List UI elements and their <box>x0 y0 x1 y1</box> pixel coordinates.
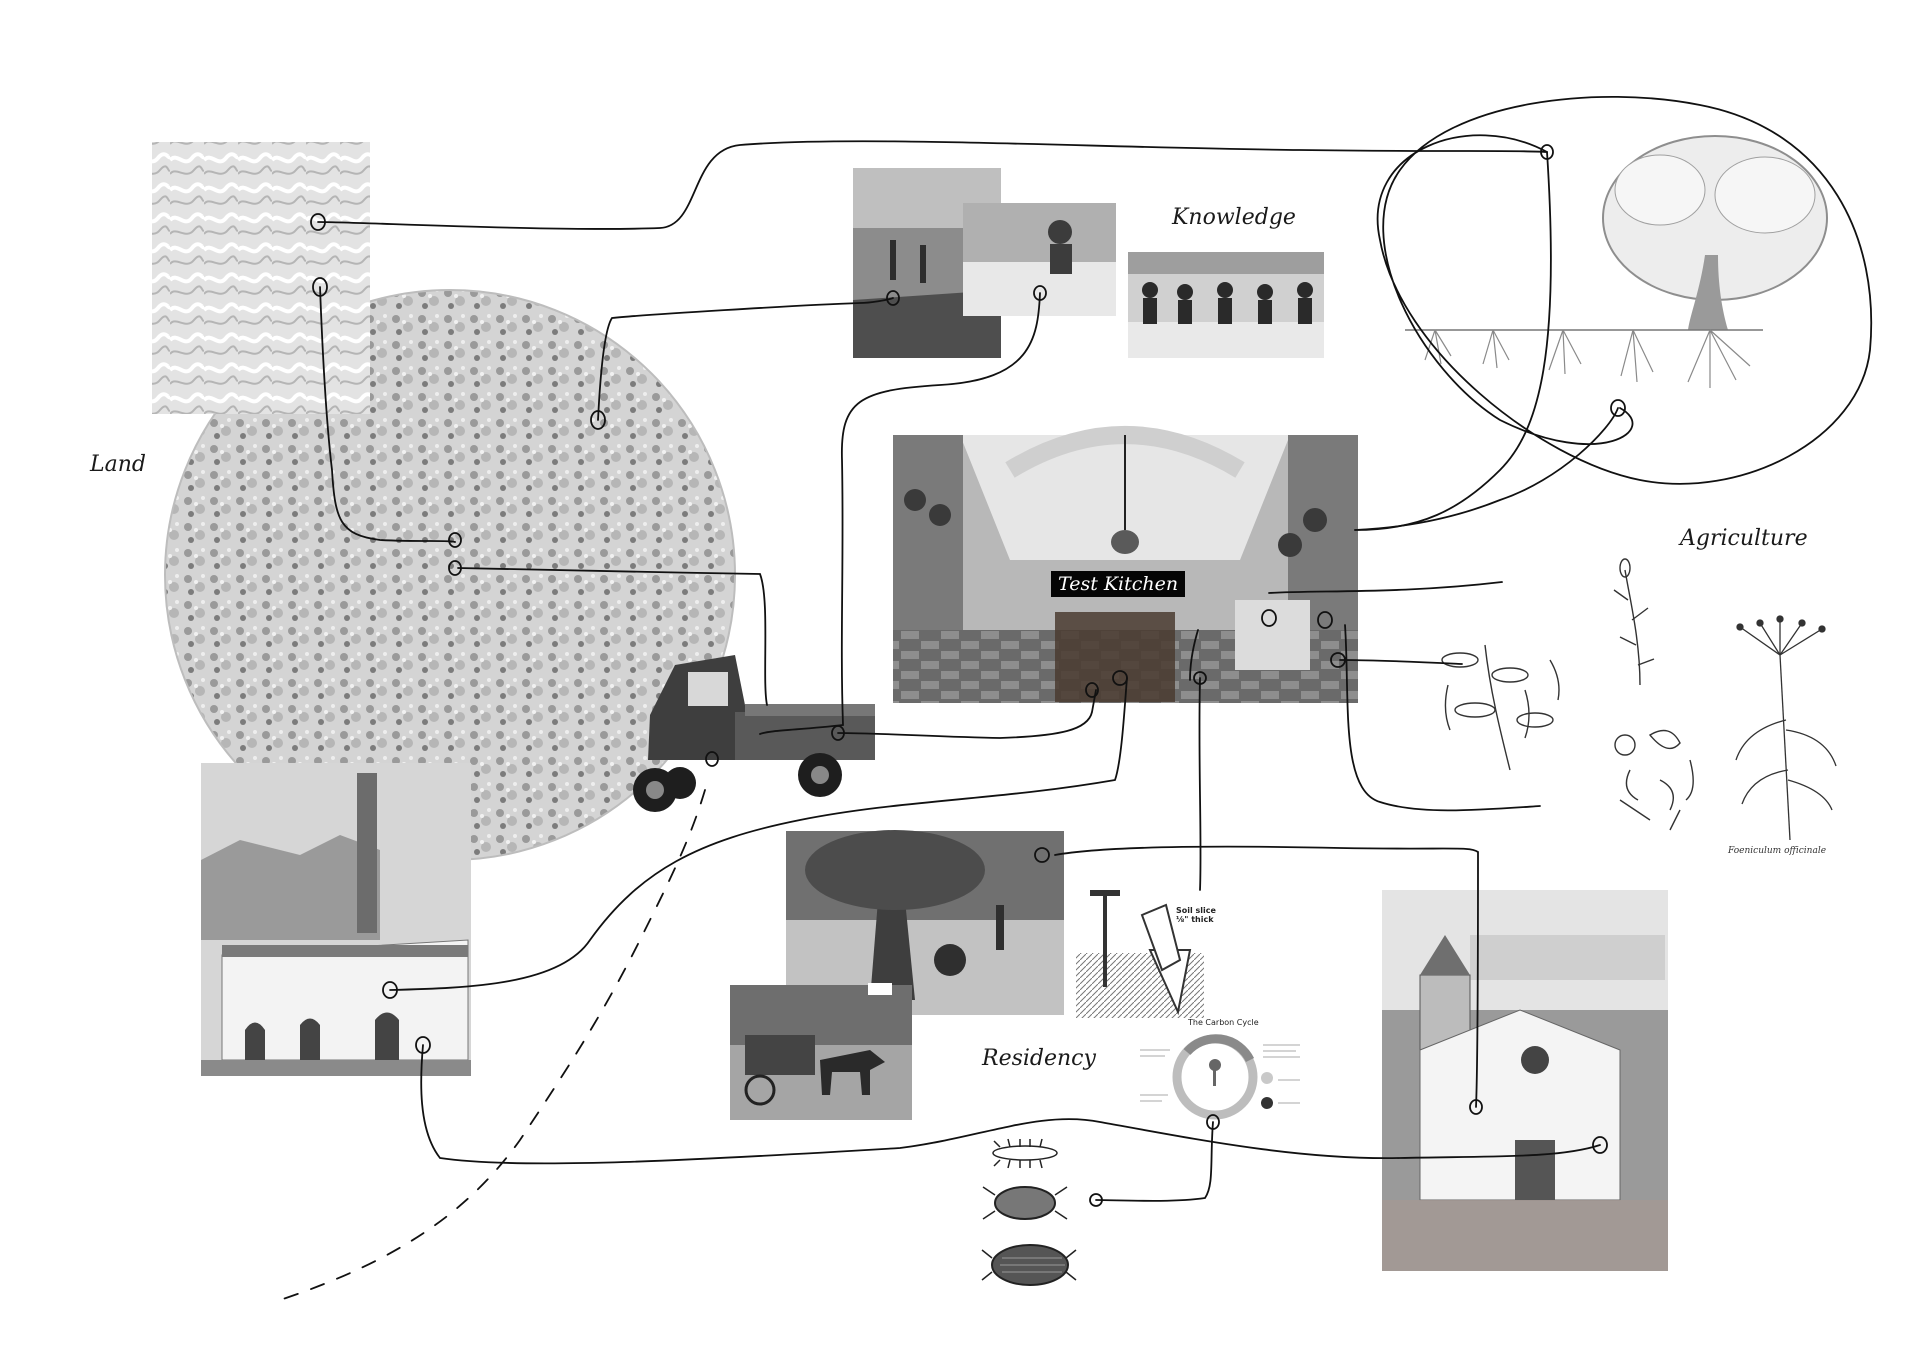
three-wheeler-truck-icon <box>633 655 875 812</box>
connection-lines <box>279 95 1873 1301</box>
soil-slice-label: Soil slice ⅛" thick <box>1176 906 1216 924</box>
church-photo <box>1382 890 1668 1271</box>
olive-tree-illustration <box>1405 135 1828 388</box>
flower-stem-illustration <box>1613 558 1655 686</box>
water-texture-photo <box>152 142 370 414</box>
fennel-plant-illustration <box>1735 615 1837 841</box>
town-factory-photo <box>201 763 471 1076</box>
test-kitchen-photo <box>893 426 1358 703</box>
soil-probe-illustration <box>1076 890 1204 1018</box>
label-land: Land <box>90 452 146 477</box>
label-test-kitchen: Test Kitchen <box>1051 571 1186 597</box>
label-residency: Residency <box>982 1046 1096 1071</box>
label-agriculture: Agriculture <box>1680 526 1808 551</box>
carbon-cycle-title: The Carbon Cycle <box>1188 1018 1259 1027</box>
botanical-caption: Foeniculum officinale <box>1728 846 1827 856</box>
loop-knot-icon <box>310 144 1626 1207</box>
legume-flower-illustration <box>1614 729 1694 831</box>
carbon-cycle-diagram <box>1140 1034 1300 1120</box>
insect-illustrations <box>981 1138 1077 1286</box>
chefs-kitchen-photo <box>1128 252 1324 358</box>
horse-cart-photo <box>730 983 912 1120</box>
chili-plant-illustration <box>1441 644 1560 771</box>
label-knowledge: Knowledge <box>1172 205 1296 230</box>
